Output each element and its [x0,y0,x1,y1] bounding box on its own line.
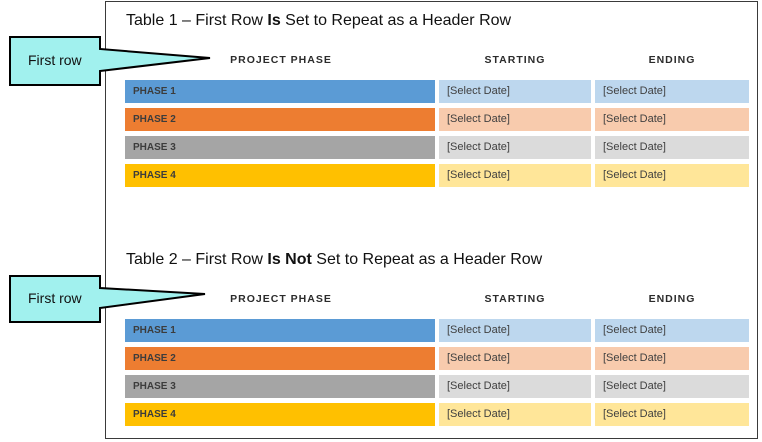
table1-caption-post: Set to Repeat as a Header Row [280,12,512,29]
table1-row4-start[interactable]: [Select Date] [439,164,591,187]
callout-first-row-2-label: First row [28,290,82,306]
table2-row2-start[interactable]: [Select Date] [439,347,591,370]
callout-first-row-1-label: First row [28,52,82,68]
table2-row3-end[interactable]: [Select Date] [595,375,749,398]
table2-row4-start[interactable]: [Select Date] [439,403,591,426]
table1-row4-end[interactable]: [Select Date] [595,164,749,187]
table1-header-phase: PROJECT PHASE [230,54,332,66]
table1-row3-start[interactable]: [Select Date] [439,136,591,159]
table2-row2-end[interactable]: [Select Date] [595,347,749,370]
table2-row4-end[interactable]: [Select Date] [595,403,749,426]
callout-first-row-2 [9,275,206,323]
table2-row3-start[interactable]: [Select Date] [439,375,591,398]
table1-header-ending: ENDING [648,54,696,66]
table2-header-starting: STARTING [484,293,546,305]
table1-caption: Table 1 – First Row Is Set to Repeat as … [126,11,511,31]
table1-header-starting: STARTING [484,54,546,66]
table2-row1-phase: PHASE 1 [125,319,435,342]
table2-header-phase: PROJECT PHASE [230,293,332,305]
table1-row3-phase: PHASE 3 [125,136,435,159]
table2-row2-phase: PHASE 2 [125,347,435,370]
table2-row1-start[interactable]: [Select Date] [439,319,591,342]
table1-caption-pre: Table 1 – First Row [126,12,268,29]
table2-row3-phase: PHASE 3 [125,375,435,398]
table2-caption-post: Set to Repeat as a Header Row [311,251,543,268]
table1-row2-end[interactable]: [Select Date] [595,108,749,131]
table2-header-ending: ENDING [648,293,696,305]
table2-caption: Table 2 – First Row Is Not Set to Repeat… [126,250,542,270]
table2-caption-bold: Is Not [267,251,312,268]
table1-row2-phase: PHASE 2 [125,108,435,131]
table1-row1-end[interactable]: [Select Date] [595,80,749,103]
table2-row1-end[interactable]: [Select Date] [595,319,749,342]
callout-first-row-1 [9,36,211,86]
table1-row4-phase: PHASE 4 [125,164,435,187]
table1-row3-end[interactable]: [Select Date] [595,136,749,159]
table2-caption-pre: Table 2 – First Row [126,251,268,268]
table1-caption-bold: Is [267,12,281,29]
table1-row1-phase: PHASE 1 [125,80,435,103]
table1-row2-start[interactable]: [Select Date] [439,108,591,131]
table1-row1-start[interactable]: [Select Date] [439,80,591,103]
table2-row4-phase: PHASE 4 [125,403,435,426]
